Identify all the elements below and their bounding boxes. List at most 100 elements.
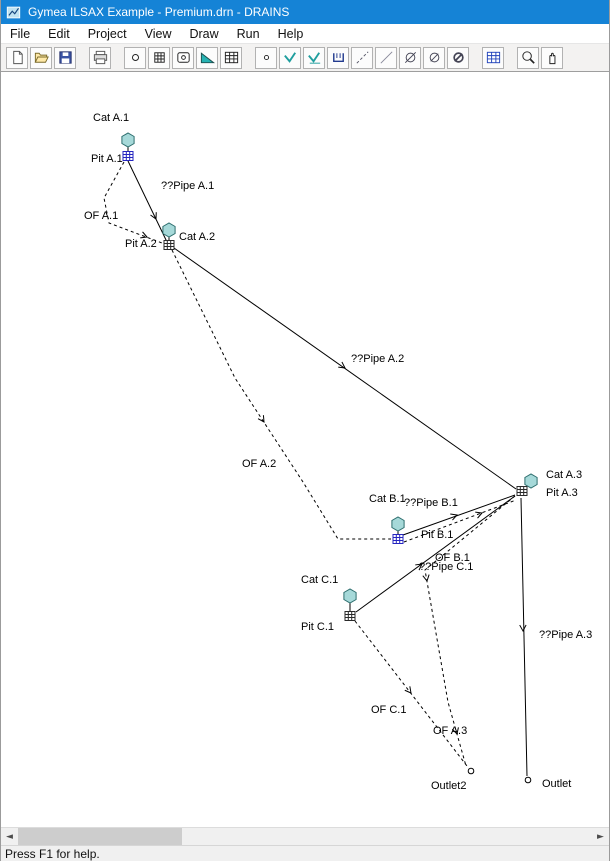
no-entry-3-button[interactable] [447,46,469,69]
title-bar[interactable]: Gymea ILSAX Example - Premium.drn - DRAI… [1,0,609,24]
pipe-a1[interactable] [127,160,168,243]
zoom-tool-button[interactable] [517,46,539,69]
pipe-a3-arrow [519,624,527,633]
status-bar: Press F1 for help. [1,845,609,861]
pipe-c1-arrow [415,563,423,571]
node-pit-a1[interactable] [122,151,134,161]
node-cat-a1[interactable] [121,132,135,148]
line-tool-button[interactable] [375,46,397,69]
node-pit-a3[interactable] [516,486,528,496]
no-entry-1-button[interactable] [399,46,421,69]
no-entry-2-button[interactable] [423,46,445,69]
menu-file[interactable]: File [10,26,31,41]
node-cat-a3[interactable] [524,473,538,489]
menu-view[interactable]: View [144,26,172,41]
pit-tool-button[interactable] [148,46,170,69]
diagram-label: OF A.3 [433,725,467,737]
diagram-label: Cat A.1 [93,112,129,124]
status-text: Press F1 for help. [5,846,100,861]
node-outlet[interactable] [524,776,532,784]
scroll-left-button[interactable]: ◄ [1,828,18,845]
overflow-tool-button[interactable] [351,46,373,69]
node-outlet2[interactable] [467,767,475,775]
diagram-label: OF C.1 [371,704,406,716]
node-cat-c1[interactable] [343,588,357,604]
diagram-label: Pit A.2 [125,238,157,250]
menu-run[interactable]: Run [236,26,260,41]
print-button[interactable] [89,46,111,69]
node-pit-a2[interactable] [163,240,175,250]
wedge-tool-button[interactable] [196,46,218,69]
overflow-tool-icon [355,51,369,64]
pipe-b1[interactable] [402,494,516,536]
save-icon [58,51,72,64]
node-cat-b1[interactable] [391,516,405,532]
basin-tool-icon [176,52,190,63]
diagram-label: ??Pipe A.1 [161,180,214,192]
channel-tool-icon [307,52,320,64]
diagram-label: Pit A.1 [91,153,123,165]
menu-project[interactable]: Project [87,26,127,41]
dot-tool-button[interactable] [255,46,277,69]
diagram-label: ??Pipe B.1 [404,497,458,509]
diagram-label: Pit B.1 [421,529,453,541]
pipe-c1[interactable] [355,495,516,613]
toolbar-group [6,46,76,69]
scroll-thumb[interactable] [18,828,182,845]
culvert-tool-button[interactable] [327,46,349,69]
basin-tool-button[interactable] [172,46,194,69]
culvert-tool-icon [332,53,344,62]
diagram-label: ??Pipe A.3 [539,629,592,641]
of-a3-arrow [451,727,459,736]
new-document-button[interactable] [6,46,28,69]
pan-tool-icon [548,52,555,65]
new-document-icon [12,50,23,65]
node-cat-a2[interactable] [162,222,176,238]
pit-tool-icon [153,52,165,63]
toolbar-group [124,46,242,69]
diagram-label: Cat B.1 [369,493,406,505]
data-grid-tool-button[interactable] [482,46,504,69]
pipe-a1-arrow [150,212,157,220]
of-a1[interactable] [103,161,163,244]
diagram-label: Pit A.3 [546,487,578,499]
menu-draw[interactable]: Draw [189,26,219,41]
pipe-b1-arrow [450,513,458,521]
grid-tool-icon [224,51,238,64]
menu-help[interactable]: Help [277,26,304,41]
pipe-a3[interactable] [520,497,528,777]
grid-tool-button[interactable] [220,46,242,69]
of-b1[interactable] [403,499,517,543]
line-tool-icon [379,51,393,64]
save-button[interactable] [54,46,76,69]
open-folder-button[interactable] [30,46,52,69]
node-pit-b1[interactable] [392,534,404,544]
print-icon [93,50,107,65]
menu-edit[interactable]: Edit [48,26,70,41]
pipe-tool-button[interactable] [279,46,301,69]
of-a2[interactable] [171,249,391,540]
pan-tool-button[interactable] [541,46,563,69]
node-tool-icon [131,54,139,61]
toolbar [1,44,609,72]
channel-tool-button[interactable] [303,46,325,69]
no-entry-3-icon [452,52,464,63]
no-entry-1-icon [404,51,416,64]
diagram-label: Cat A.2 [179,231,215,243]
window-title: Gymea ILSAX Example - Premium.drn - DRAI… [28,5,290,19]
diagram-label: Outlet [542,778,571,790]
toolbar-group [517,46,563,69]
of-a2-arrow [257,415,265,423]
data-grid-tool-icon [486,51,500,64]
horizontal-scrollbar[interactable]: ◄ ► [1,827,609,845]
of-a3-arrow [422,574,430,583]
dot-tool-icon [263,54,269,61]
diagram-label: ??Pipe C.1 [419,561,473,573]
diagram-label: OF A.1 [84,210,118,222]
node-pit-c1[interactable] [344,611,356,621]
scroll-right-button[interactable]: ► [592,828,609,845]
node-tool-button[interactable] [124,46,146,69]
